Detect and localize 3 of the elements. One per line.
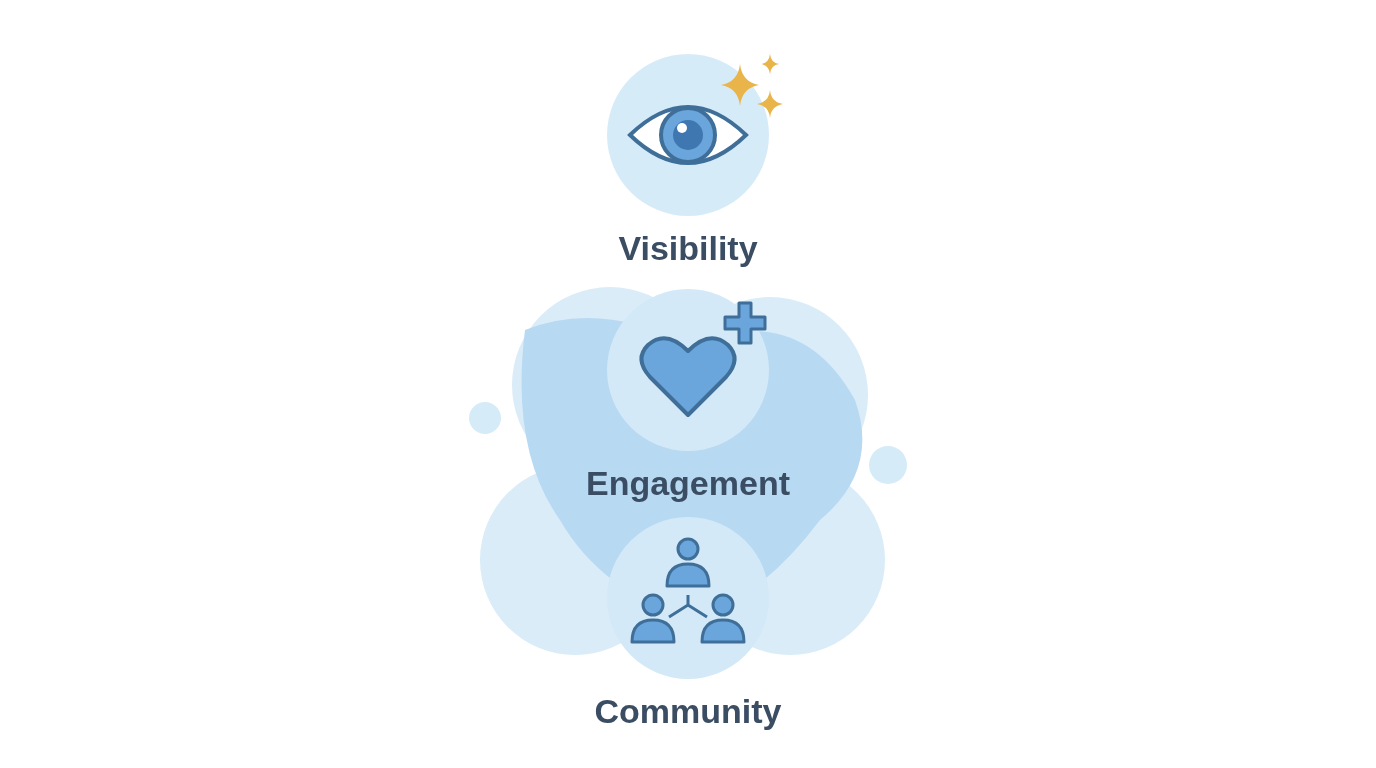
node-label: Community <box>594 691 782 731</box>
node-label: Visibility <box>618 228 758 268</box>
node-label: Engagement <box>585 463 790 503</box>
